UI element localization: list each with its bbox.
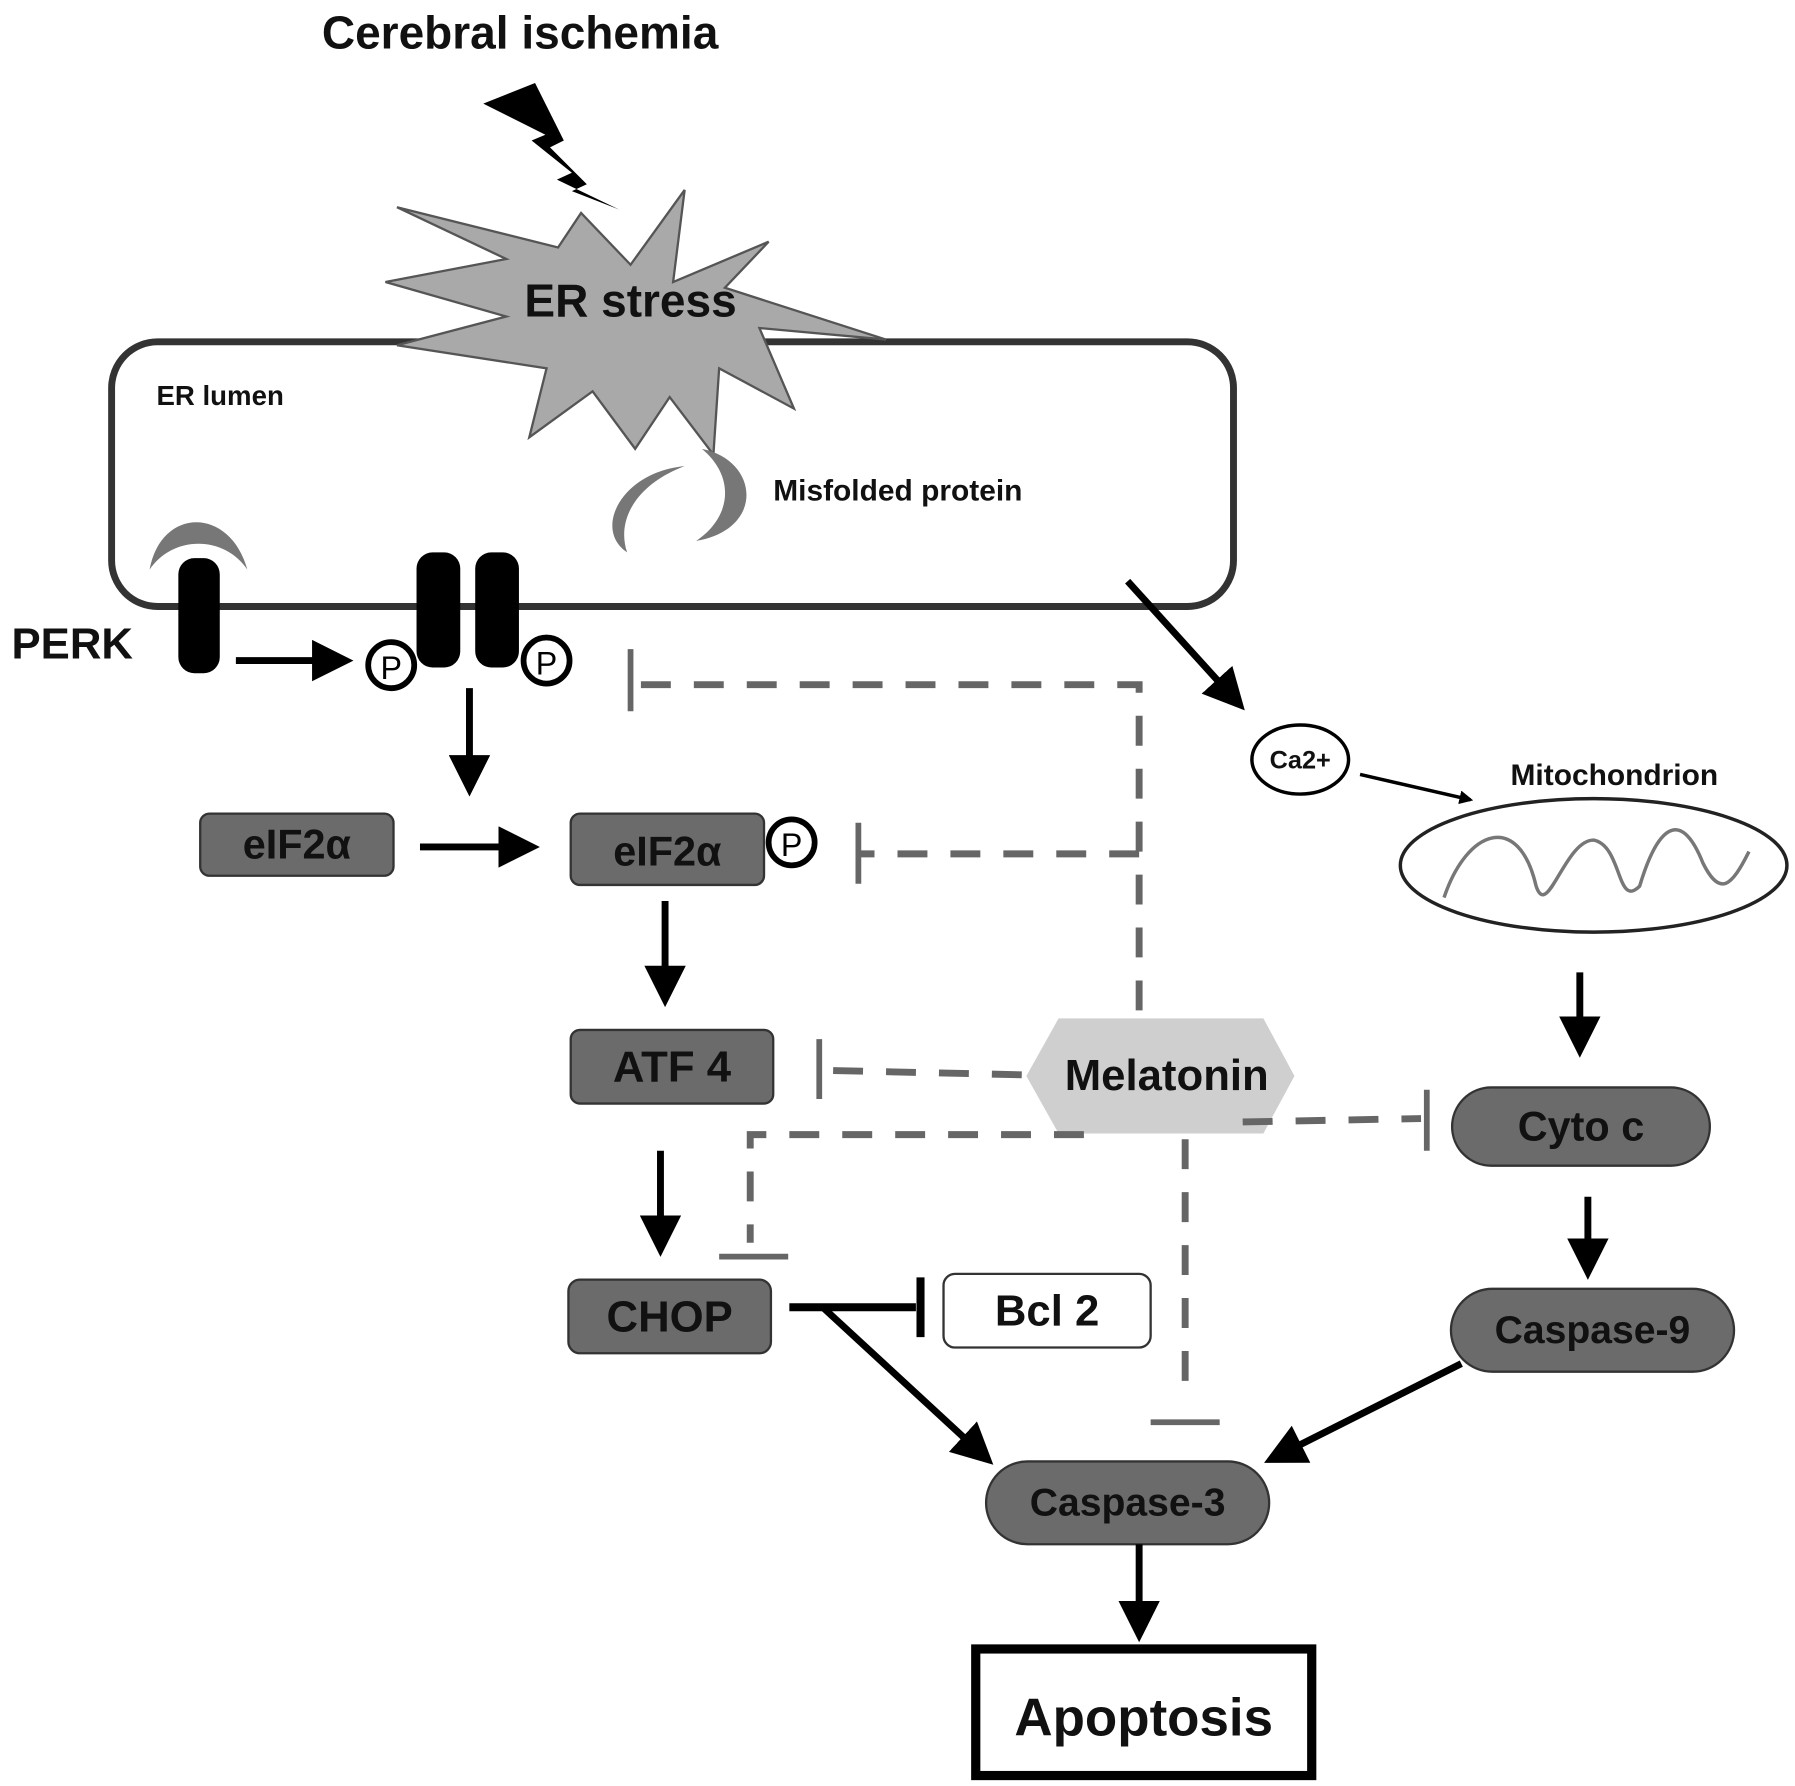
mitochondrion-icon (1398, 796, 1789, 934)
svg-text:CHOP: CHOP (607, 1292, 733, 1341)
svg-text:Caspase-3: Caspase-3 (1030, 1481, 1226, 1524)
er-lumen-label: ER lumen (156, 380, 283, 411)
node-bcl2[interactable]: Bcl 2 (942, 1272, 1152, 1349)
svg-text:ATF 4: ATF 4 (613, 1043, 732, 1092)
phospho-badge: P (365, 639, 418, 692)
svg-text:Apoptosis: Apoptosis (1014, 1688, 1273, 1747)
arrow-casp9-casp3 (1264, 1360, 1463, 1463)
node-apoptosis[interactable]: Apoptosis (971, 1644, 1317, 1781)
inhibit-melatonin-cytoc (1242, 1115, 1422, 1126)
misfolded-protein-icon (612, 448, 747, 553)
svg-text:Caspase-9: Caspase-9 (1495, 1309, 1691, 1352)
svg-text:Ca2+: Ca2+ (1270, 747, 1331, 775)
svg-text:Cyto c: Cyto c (1518, 1103, 1645, 1149)
phospho-badge: P (520, 634, 573, 687)
svg-text:eIF2α: eIF2α (613, 828, 722, 874)
phospho-badge: P (765, 816, 818, 869)
svg-text:eIF2α: eIF2α (243, 821, 352, 867)
inhibit-melatonin-atf4 (819, 1066, 1022, 1079)
svg-text:Bcl 2: Bcl 2 (995, 1287, 1099, 1336)
inhibit-melatonin-perk (632, 681, 1143, 1011)
svg-text:P: P (380, 650, 401, 686)
node-cytoc[interactable]: Cyto c (1450, 1086, 1712, 1167)
er-stress-starburst (385, 189, 887, 458)
perk-dimer-right (475, 552, 519, 668)
perk-label: PERK (12, 619, 134, 668)
svg-text:P: P (781, 827, 802, 863)
arrow-chop-casp3 (820, 1304, 994, 1465)
perk-dimer-left (416, 552, 461, 668)
svg-text:P: P (536, 645, 557, 681)
node-chop[interactable]: CHOP (567, 1278, 773, 1355)
perk-monomer (178, 558, 220, 674)
title-cerebral-ischemia: Cerebral ischemia (322, 6, 719, 58)
mitochondrion-label: Mitochondrion (1511, 759, 1719, 792)
node-atf4[interactable]: ATF 4 (569, 1028, 775, 1105)
node-eif2a-phosphorylated[interactable]: eIF2α (569, 812, 766, 887)
svg-text:Melatonin: Melatonin (1065, 1051, 1269, 1100)
arrow-ca2-mito (1359, 772, 1474, 805)
arrow-er-ca2 (1125, 578, 1245, 711)
er-stress-label: ER stress (524, 275, 736, 327)
node-ca2[interactable]: Ca2+ (1250, 723, 1351, 796)
misfolded-protein-label: Misfolded protein (773, 475, 1022, 508)
node-caspase-3[interactable]: Caspase-3 (984, 1460, 1271, 1546)
inhibit-melatonin-chop (746, 1131, 1084, 1243)
node-eif2a[interactable]: eIF2α (199, 812, 395, 877)
perk-ligand-crescent (149, 522, 248, 570)
node-melatonin[interactable]: Melatonin (1026, 1018, 1295, 1134)
lightning-bolt-icon (483, 82, 620, 210)
node-caspase-9[interactable]: Caspase-9 (1449, 1287, 1736, 1373)
